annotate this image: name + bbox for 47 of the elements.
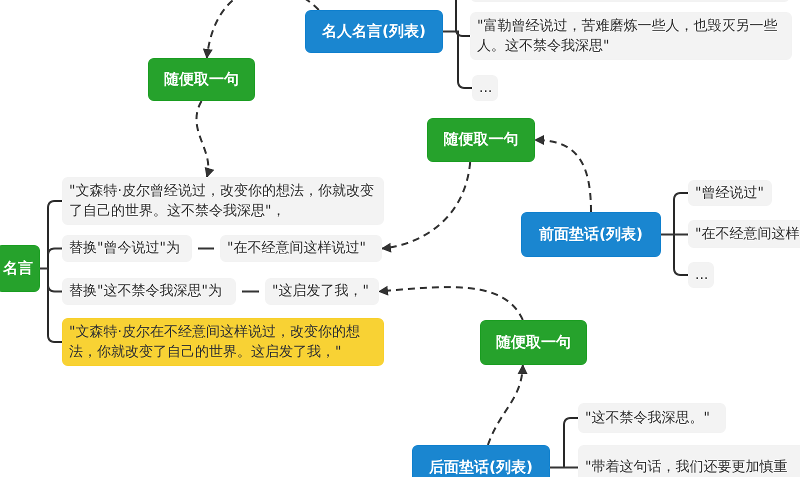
dashed-arrow (486, 364, 528, 446)
node-text: "这启发了我，" (272, 282, 369, 302)
node-text: "文森特·皮尔曾经说过，改变你的想法，你就改变了自己的世界。这不禁令我深思"， (69, 182, 375, 221)
text-item (220, 235, 382, 262)
node-text: 替换"这不禁令我深思"为 (69, 282, 222, 302)
node-text: ... (695, 266, 708, 285)
node-text: "带着这句话，我们还要更加慎重 (585, 458, 788, 477)
text-item (472, 75, 498, 101)
text-item (688, 180, 772, 206)
node-text: 随便取一句 (444, 129, 518, 150)
node-text: 名人名言(列表) (322, 20, 426, 42)
result-item (62, 318, 384, 366)
text-item (62, 278, 236, 305)
node-text: 后面垫话(列表) (429, 456, 533, 477)
action-box (480, 320, 587, 365)
node-text: 替换"曾今说过"为 (69, 239, 180, 258)
node-text: "在不经意间这样 (695, 224, 800, 244)
list-topic-box (305, 10, 443, 53)
text-item (265, 278, 379, 305)
action-box (148, 58, 255, 101)
node-text: 随便取一句 (496, 332, 571, 353)
dashed-arrow (534, 135, 592, 212)
node-text: "文森特·皮尔在不经意间这样说过，改变你的想法，你就改变了自己的世界。这启发了我，" (69, 322, 361, 362)
list-topic-box (521, 212, 661, 257)
node-text: 前面垫话(列表) (539, 224, 643, 245)
text-item (578, 403, 726, 433)
node-text: "富勒曾经说过，苦难磨炼一些人，也毁灭另一些人。这不禁令我深思" (477, 16, 778, 56)
node-text: "在不经意间这样说过" (227, 239, 366, 258)
action-box (0, 245, 40, 292)
node-text: ... (479, 78, 492, 98)
connector-line (242, 290, 259, 292)
text-item (688, 262, 714, 288)
dashed-arrow (196, 100, 214, 178)
node-text: 随便取一句 (164, 68, 239, 90)
node-text: "曾经说过" (695, 184, 764, 203)
action-box (427, 118, 535, 162)
text-item (470, 12, 792, 60)
text-item (688, 220, 800, 248)
list-topic-box (412, 445, 550, 477)
node-text: 名言 (3, 258, 33, 279)
connector-line (198, 248, 214, 250)
dashed-arrow (381, 162, 472, 252)
dashed-arrow (203, 0, 320, 59)
text-item (62, 235, 192, 262)
text-item (62, 177, 384, 225)
node-text: "这不禁令我深思。" (585, 408, 710, 428)
dashed-arrow (378, 286, 524, 320)
